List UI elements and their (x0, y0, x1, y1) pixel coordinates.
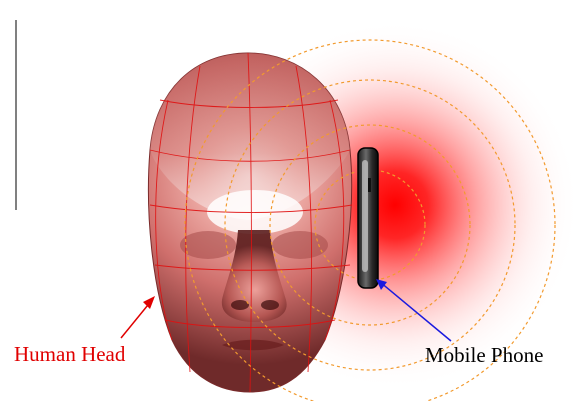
mobile-phone-label: Mobile Phone (425, 345, 543, 366)
human-head-label: Human Head (14, 344, 125, 365)
mobile-phone-icon (358, 148, 378, 288)
human-head-model (148, 53, 352, 392)
human-head-arrow (121, 296, 155, 338)
